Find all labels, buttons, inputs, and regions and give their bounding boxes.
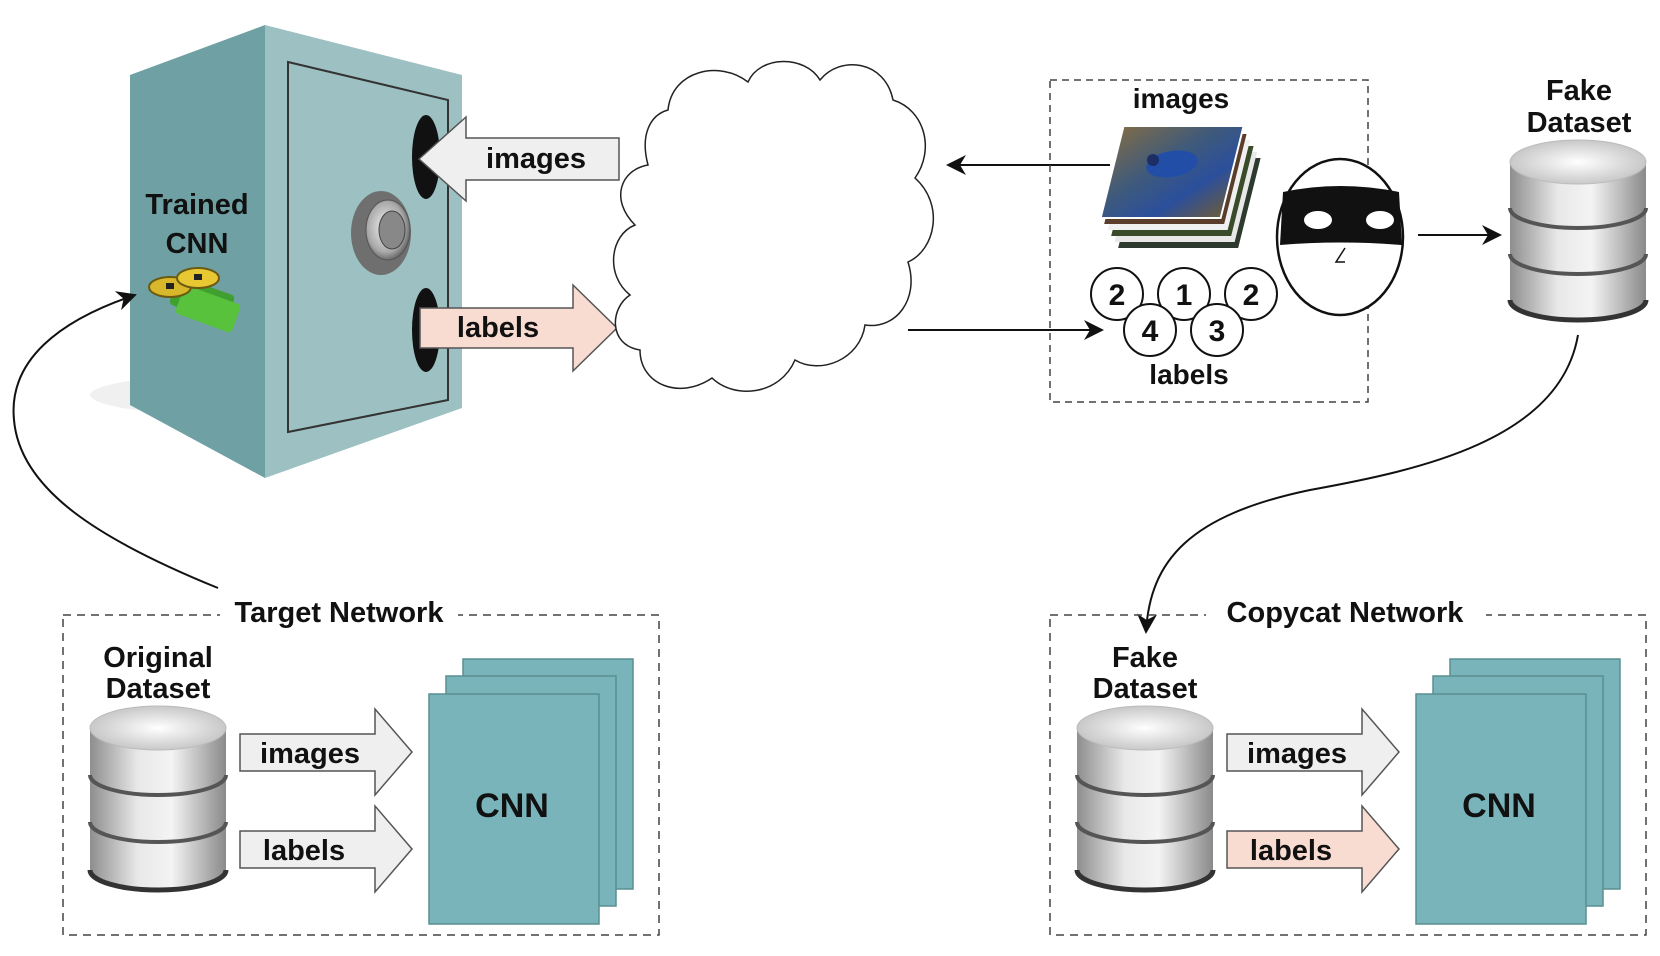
safe-icon: Trained CNN <box>90 25 462 478</box>
copycat-labels-arrow: labels <box>1226 803 1400 895</box>
copycat-dataset-line1: Fake <box>1112 642 1178 674</box>
target-images-arrow: images <box>239 706 413 798</box>
original-dataset-line1: Original <box>103 642 213 674</box>
original-dataset-line2: Dataset <box>106 673 211 705</box>
target-labels-arrow: labels <box>239 803 413 895</box>
combination-dial-icon <box>351 191 411 275</box>
cloud-shape <box>613 60 935 392</box>
image-stack <box>1099 125 1261 248</box>
label-digit-5: 3 <box>1209 315 1226 348</box>
safe-images-arrow-label: images <box>486 143 586 175</box>
copycat-network-title: Copycat Network <box>1227 597 1465 629</box>
copycat-images-arrow-label: images <box>1247 738 1347 770</box>
fake-dataset-top-line1: Fake <box>1546 75 1612 107</box>
safe-images-arrow: images <box>417 115 620 203</box>
attacker-mask-icon <box>1275 157 1405 317</box>
copycat-cnn-stack: CNN <box>1415 658 1621 925</box>
copycat-cnn-label: CNN <box>1462 787 1536 825</box>
label-digit-3: 2 <box>1243 279 1260 312</box>
target-cnn-stack: CNN <box>428 658 634 925</box>
label-circles: 2 1 2 4 3 <box>1090 267 1278 357</box>
original-dataset-db-icon <box>87 705 229 893</box>
target-labels-arrow-label: labels <box>263 835 345 867</box>
label-digit-4: 4 <box>1142 315 1159 348</box>
safe-title-line2: CNN <box>166 228 229 260</box>
label-digit-1: 2 <box>1109 279 1126 312</box>
safe-labels-arrow: labels <box>419 283 619 373</box>
fake-to-copycat-arrow <box>1137 334 1579 634</box>
query-images-title: images <box>1133 83 1230 114</box>
money-icon <box>148 267 241 333</box>
safe-title-line1: Trained <box>145 189 248 221</box>
copycat-dataset-db-icon <box>1074 705 1216 893</box>
safe-labels-arrow-label: labels <box>457 312 539 344</box>
fake-dataset-top-db-icon <box>1507 139 1649 323</box>
copycat-dataset-line2: Dataset <box>1093 673 1198 705</box>
target-cnn-label: CNN <box>475 787 549 825</box>
query-box <box>1049 79 1369 403</box>
target-to-safe-arrow <box>12 291 219 589</box>
target-network-title: Target Network <box>235 597 445 629</box>
copycat-images-arrow: images <box>1226 706 1400 798</box>
copycat-labels-arrow-label: labels <box>1250 835 1332 867</box>
query-labels-title: labels <box>1149 359 1228 390</box>
target-images-arrow-label: images <box>260 738 360 770</box>
label-digit-2: 1 <box>1176 279 1193 312</box>
fake-dataset-top-line2: Dataset <box>1527 107 1632 139</box>
